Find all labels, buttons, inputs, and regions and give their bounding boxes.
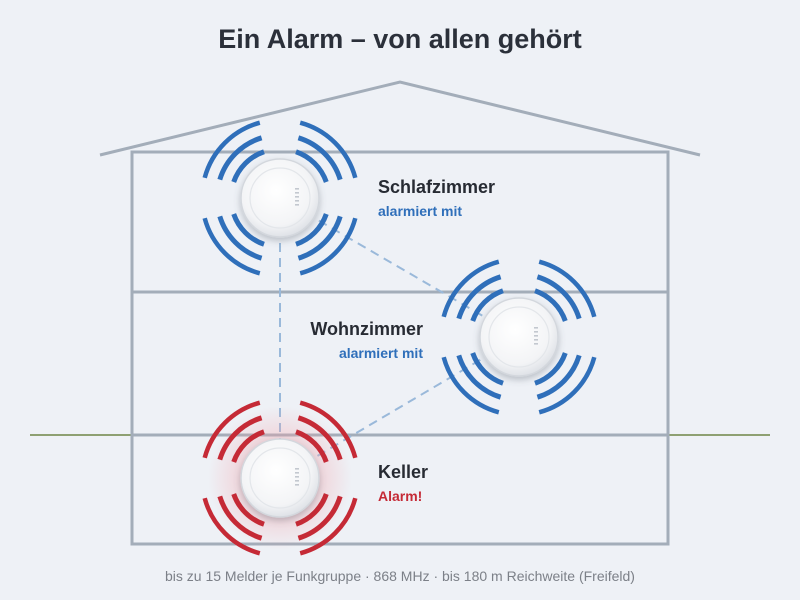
room-name: Keller — [378, 462, 428, 482]
house-roof — [99, 80, 701, 157]
signal-wave-arc — [295, 149, 329, 183]
signal-wave-arc — [456, 354, 502, 400]
footnote: bis zu 15 Melder je Funkgruppe · 868 MHz… — [165, 568, 635, 584]
signal-wave-arc — [297, 135, 343, 181]
signal-wave-arc — [534, 352, 568, 386]
signal-wave-arc — [538, 356, 597, 415]
signal-wave-arc — [217, 495, 263, 541]
signal-waves-schlafzimmer — [202, 120, 358, 276]
signal-wave-arc — [299, 120, 358, 179]
signal-wave-arc — [217, 215, 263, 261]
smoke-detector-wohnzimmer-icon — [479, 297, 559, 377]
room-status: alarmiert mit — [339, 345, 423, 361]
page-title: Ein Alarm – von allen gehört — [218, 24, 582, 54]
room-label-wohnzimmer: Wohnzimmer alarmiert mit — [310, 319, 423, 361]
room-name: Wohnzimmer — [310, 319, 423, 339]
signal-wave-arc — [295, 429, 329, 463]
signal-wave-arc — [470, 352, 504, 386]
signal-wave-arc — [202, 497, 261, 556]
signal-wave-arc — [441, 356, 500, 415]
radio-link-schlafzimmer-wohnzimmer — [279, 197, 520, 338]
house-walls — [130, 150, 670, 546]
room-label-keller: Keller Alarm! — [378, 462, 428, 504]
signal-wave-arc — [441, 259, 500, 318]
signal-wave-arc — [299, 400, 358, 459]
house-outline — [99, 80, 701, 546]
signal-wave-arc — [231, 493, 265, 527]
signal-waves-keller — [202, 400, 358, 556]
smoke-detector-schlafzimmer-icon — [240, 158, 320, 238]
signal-wave-arc — [534, 288, 568, 322]
signal-wave-arc — [202, 400, 261, 459]
room-name: Schlafzimmer — [378, 177, 495, 197]
room-status: Alarm! — [378, 488, 422, 504]
signal-wave-arc — [538, 259, 597, 318]
signal-wave-arc — [297, 415, 343, 461]
signal-wave-arc — [217, 135, 263, 181]
signal-wave-arc — [231, 429, 265, 463]
signal-wave-arc — [299, 497, 358, 556]
signal-wave-arc — [297, 495, 343, 541]
signal-wave-arc — [536, 354, 582, 400]
signal-wave-arc — [297, 215, 343, 261]
signal-wave-arc — [231, 149, 265, 183]
signal-wave-arc — [202, 217, 261, 276]
signal-wave-arc — [536, 274, 582, 320]
signal-wave-arc — [295, 493, 329, 527]
signal-wave-arc — [231, 213, 265, 247]
smoke-detector-keller-icon — [240, 438, 320, 518]
room-status: alarmiert mit — [378, 203, 462, 219]
signal-wave-arc — [299, 217, 358, 276]
signal-wave-arc — [295, 213, 329, 247]
signal-wave-arc — [202, 120, 261, 179]
room-label-schlafzimmer: Schlafzimmer alarmiert mit — [378, 177, 495, 219]
signal-waves-wohnzimmer — [441, 259, 597, 415]
signal-wave-arc — [470, 288, 504, 322]
signal-wave-arc — [456, 274, 502, 320]
signal-wave-arc — [217, 415, 263, 461]
